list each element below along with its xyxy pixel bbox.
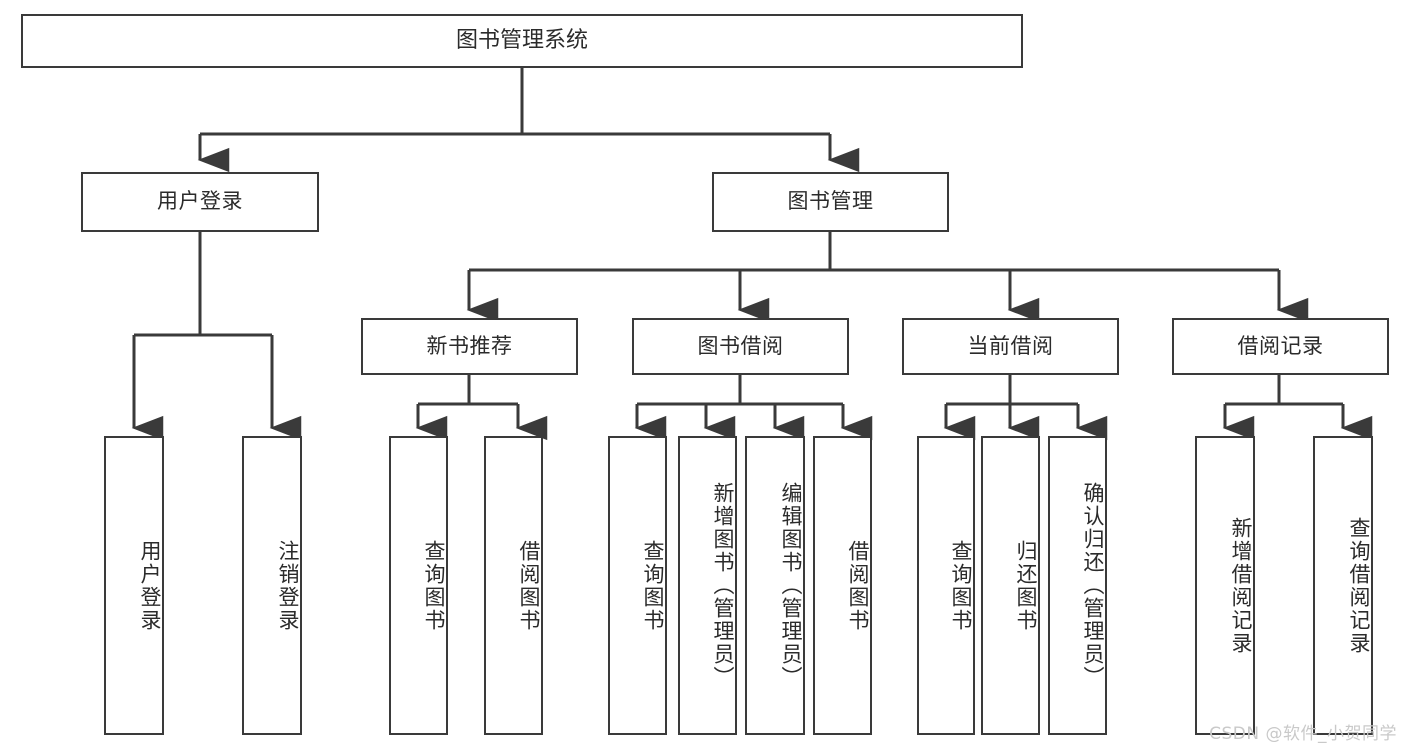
leaf-query-book-recommend[interactable]: 查询图书	[389, 436, 448, 735]
node-label: 新增图书（管理员）	[711, 482, 735, 689]
node-new-book-recommend[interactable]: 新书推荐	[361, 318, 578, 375]
node-book-management[interactable]: 图书管理	[712, 172, 949, 232]
leaf-add-borrow-record[interactable]: 新增借阅记录	[1195, 436, 1255, 735]
leaf-logout[interactable]: 注销登录	[242, 436, 302, 735]
leaf-borrow-book[interactable]: 借阅图书	[813, 436, 872, 735]
node-label: 查询借阅记录	[1347, 516, 1371, 655]
csdn-watermark: CSDN @软件_小贺同学	[1209, 724, 1397, 744]
node-label: 当前借阅	[967, 333, 1054, 358]
leaf-query-book-borrow[interactable]: 查询图书	[608, 436, 667, 735]
leaf-return-book[interactable]: 归还图书	[981, 436, 1040, 735]
node-book-borrow[interactable]: 图书借阅	[632, 318, 849, 375]
node-label: 确认归还（管理员）	[1081, 482, 1105, 689]
node-label: 注销登录	[276, 539, 300, 632]
node-label: 新增借阅记录	[1229, 516, 1253, 655]
leaf-query-book-current[interactable]: 查询图书	[917, 436, 975, 735]
node-current-borrow[interactable]: 当前借阅	[902, 318, 1119, 375]
node-root[interactable]: 图书管理系统	[21, 14, 1023, 68]
node-label: 归还图书	[1014, 539, 1038, 632]
node-label: 图书管理	[787, 189, 874, 214]
node-label: 借阅图书	[517, 539, 541, 632]
node-label: 用户登录	[138, 539, 162, 632]
node-label: 借阅记录	[1237, 333, 1324, 358]
node-label: 借阅图书	[846, 539, 870, 632]
node-label: 用户登录	[157, 189, 243, 214]
leaf-query-borrow-record[interactable]: 查询借阅记录	[1313, 436, 1373, 735]
leaf-add-book-admin[interactable]: 新增图书（管理员）	[678, 436, 737, 735]
leaf-edit-book-admin[interactable]: 编辑图书（管理员）	[745, 436, 805, 735]
node-label: 图书借阅	[697, 333, 784, 358]
node-label: 查询图书	[422, 539, 446, 632]
leaf-borrow-book-recommend[interactable]: 借阅图书	[484, 436, 543, 735]
node-borrow-record[interactable]: 借阅记录	[1172, 318, 1389, 375]
node-label: 查询图书	[641, 539, 665, 632]
node-label: 新书推荐	[426, 333, 513, 358]
leaf-confirm-return-admin[interactable]: 确认归还（管理员）	[1048, 436, 1107, 735]
leaf-user-login[interactable]: 用户登录	[104, 436, 164, 735]
node-label: 编辑图书（管理员）	[779, 482, 803, 689]
node-label: 查询图书	[949, 539, 973, 632]
node-user-login[interactable]: 用户登录	[81, 172, 319, 232]
node-label: 图书管理系统	[455, 27, 588, 53]
